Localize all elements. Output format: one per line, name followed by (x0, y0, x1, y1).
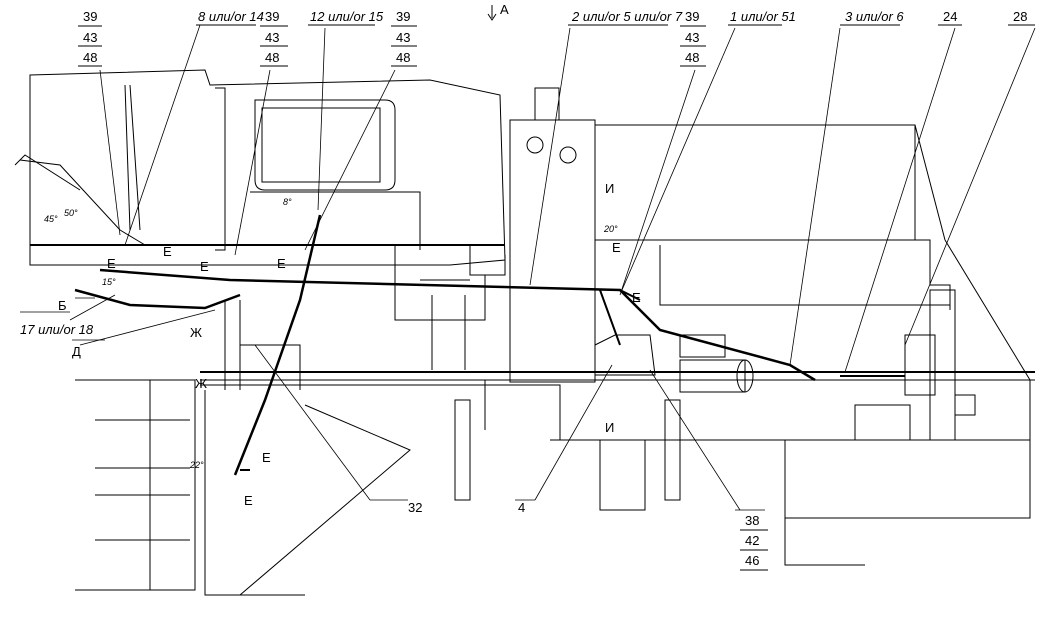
svg-text:И: И (605, 181, 614, 196)
svg-text:Е: Е (632, 290, 641, 305)
svg-text:8°: 8° (283, 197, 292, 207)
svg-text:50°: 50° (64, 208, 78, 218)
door-frame (215, 87, 226, 251)
svg-text:Е: Е (612, 240, 621, 255)
svg-text:Е: Е (107, 256, 116, 271)
callout-12: 12 или/or 15 (310, 9, 384, 24)
mount-bracket (904, 334, 936, 396)
cable-main (99, 268, 816, 382)
callout-38: 38 42 46 (740, 513, 768, 571)
svg-text:42: 42 (745, 533, 759, 548)
callout-B: Б (58, 298, 67, 313)
svg-text:48: 48 (396, 50, 410, 65)
cab-window (254, 99, 396, 191)
svg-text:39: 39 (265, 9, 279, 24)
svg-text:38: 38 (745, 513, 759, 528)
svg-text:43: 43 (83, 30, 97, 45)
cable-diagonal (233, 214, 322, 476)
svg-text:39: 39 (685, 9, 699, 24)
svg-text:48: 48 (685, 50, 699, 65)
svg-text:Ж: Ж (190, 325, 202, 340)
callout-8: 8 или/or 14 (198, 9, 264, 24)
view-arrow: A (487, 2, 509, 21)
svg-text:A: A (500, 2, 509, 17)
svg-text:43: 43 (265, 30, 279, 45)
svg-text:39: 39 (83, 9, 97, 24)
svg-text:22°: 22° (189, 460, 204, 470)
svg-text:И: И (605, 420, 614, 435)
motor-cylinder (679, 359, 746, 393)
callout-39d: 39 43 48 (680, 9, 706, 67)
svg-text:39: 39 (396, 9, 410, 24)
cable-lower-left (74, 288, 241, 310)
svg-text:20°: 20° (603, 224, 618, 234)
callout-D: Д (72, 344, 81, 359)
callout-4: 4 (518, 500, 525, 515)
svg-text:Е: Е (277, 256, 286, 271)
bracket-4 (594, 334, 656, 376)
svg-text:43: 43 (685, 30, 699, 45)
callout-2: 2 или/or 5 или/or 7 (571, 9, 683, 24)
svg-text:15°: 15° (102, 277, 116, 287)
callout-28: 28 (1013, 9, 1027, 24)
svg-text:Ж: Ж (195, 376, 207, 391)
svg-text:Е: Е (262, 450, 271, 465)
callout-1: 1 или/or 51 (730, 9, 796, 24)
callout-39c: 39 43 48 (391, 9, 417, 67)
svg-text:45°: 45° (44, 214, 58, 224)
svg-text:48: 48 (265, 50, 279, 65)
svg-text:Е: Е (244, 493, 253, 508)
svg-text:48: 48 (83, 50, 97, 65)
svg-text:46: 46 (745, 553, 759, 568)
svg-text:Е: Е (163, 244, 172, 259)
tank-box (509, 119, 596, 383)
angle-labels: 45° 50° 15° 8° 20° 22° (44, 197, 618, 470)
callout-24: 24 (943, 9, 957, 24)
callout-39a: 39 43 48 (78, 9, 102, 67)
callout-17: 17 или/or 18 (20, 322, 94, 337)
callout-39b: 39 43 48 (260, 9, 288, 67)
svg-text:Е: Е (200, 259, 209, 274)
svg-text:43: 43 (396, 30, 410, 45)
cab-outline (29, 69, 506, 266)
section-marks: Е Е Е Е Е Е Е Е И И Ж Ж (107, 181, 641, 508)
callout-32: 32 (408, 500, 422, 515)
callout-3: 3 или/or 6 (845, 9, 904, 24)
